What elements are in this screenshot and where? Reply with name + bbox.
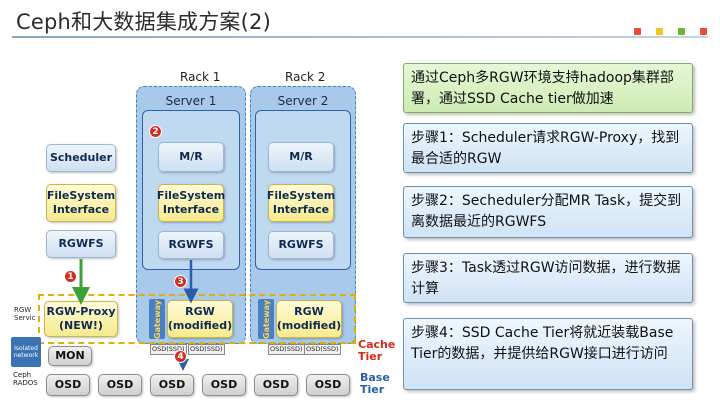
filesystem-interface-label-client: FileSystem Interface [46,189,116,216]
callout-step-2: 步骤2：Secheduler分配MR Task，提交到离数据最近的RGWFS [403,186,693,238]
rgwfs-box-server2: RGWFS [268,231,334,259]
step-1-badge: 1 [64,270,77,283]
server1-title: Server 1 [165,94,217,108]
ceph-rados-label: Ceph RADOS [13,371,38,387]
osd-ssd-tag-2: OSD(SSD) [188,344,225,355]
callout-step-1: 步骤1：Scheduler请求RGW-Proxy，找到最合适的RGW [403,123,693,173]
accent-dot-red [634,28,641,35]
mr-box-server2: M/R [268,142,334,172]
rgw-modified-label-server2: RGW (modified) [276,305,342,332]
title-divider [12,36,708,38]
callout-summary: 通过Ceph多RGW环境支持hadoop集群部署，通过SSD Cache tie… [403,63,693,113]
rgwfs-box-client: RGWFS [46,230,116,258]
osd-box-4: OSD [202,374,246,396]
filesystem-interface-box-server2: FileSystem Interface [266,184,336,222]
callout-step-3: 步骤3：Task透过RGW访问数据，进行数据计算 [403,253,693,303]
rack2-label: Rack 2 [285,70,326,84]
filesystem-interface-label-server2: FileSystem Interface [266,189,336,216]
osd-ssd-tag-4: OSD(SSD) [304,344,341,355]
mon-box: MON [48,346,92,366]
step-4-badge: 4 [174,350,187,363]
accent-dot-green [678,28,685,35]
osd-ssd-tag-1: OSD(SSD) [150,344,187,355]
rgw-modified-label-server1: RGW (modified) [167,305,233,332]
step-3-badge: 3 [174,275,187,288]
gateway-strip-server2: Gateway [258,299,274,339]
base-tier-label: Base Tier [360,371,390,396]
cache-tier-label: Cache Tier [358,338,396,363]
rgw-modified-box-server2: RGW (modified) [276,300,342,338]
mr-box-server1: M/R [158,142,224,172]
rack1-label: Rack 1 [180,70,221,84]
accent-dot-red-2 [700,28,707,35]
accent-dot-yellow [656,28,663,35]
rgw-proxy-label: RGW-Proxy (NEW!) [46,305,116,332]
gateway-strip-server1: Gateway [149,299,165,339]
osd-box-6: OSD [306,374,350,396]
filesystem-interface-box-server1: FileSystem Interface [156,184,226,222]
callout-step-4: 步骤4：SSD Cache Tier将就近装载Base Tier的数据，并提供给… [403,318,693,390]
filesystem-interface-label-server1: FileSystem Interface [156,189,226,216]
rgw-proxy-box: RGW-Proxy (NEW!) [44,301,118,337]
isolated-network-badge: Isolated network [11,337,41,367]
step-2-badge: 2 [149,125,162,138]
filesystem-interface-box-client: FileSystem Interface [46,184,116,222]
osd-box-1: OSD [46,374,90,396]
rgw-service-label: RGW Servic [14,306,36,322]
server2-title: Server 2 [277,94,329,108]
page-title: Ceph和大数据集成方案(2) [16,10,271,34]
rgwfs-box-server1: RGWFS [158,231,224,259]
osd-box-3: OSD [150,374,194,396]
osd-box-5: OSD [254,374,298,396]
scheduler-box: Scheduler [46,144,116,172]
osd-box-2: OSD [98,374,142,396]
rgw-modified-box-server1: RGW (modified) [167,300,233,338]
